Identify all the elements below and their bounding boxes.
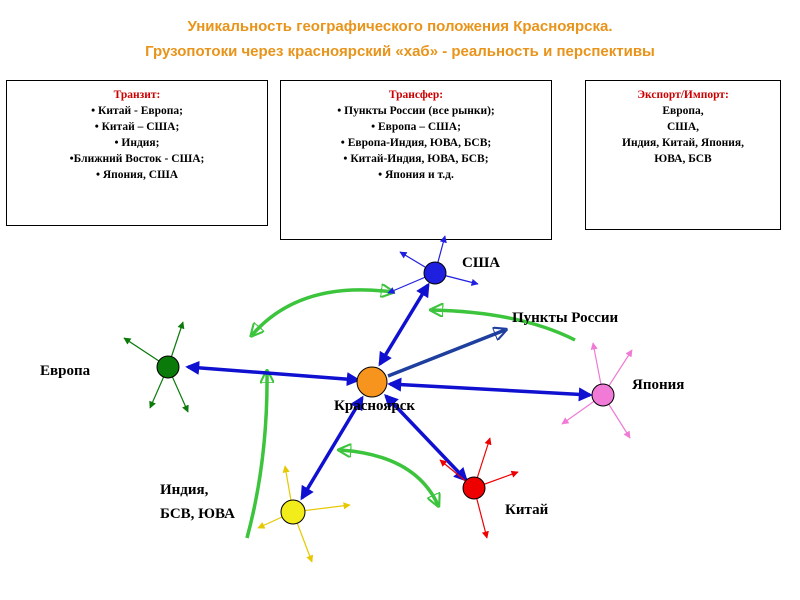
label-krasnoyarsk: Красноярск <box>334 398 415 414</box>
transit-curve-japan-usa <box>432 310 576 342</box>
export-item: США, <box>666 121 700 133</box>
title-line-2: Грузопотоки через красноярский «хаб» - р… <box>145 43 655 60</box>
title-line-1: Уникальность географического положения К… <box>187 18 613 35</box>
transit-item: • Индия; <box>114 137 160 149</box>
node-japan <box>591 383 615 407</box>
label-india-line1: Индия, <box>160 482 209 498</box>
transfer-box: Трансфер: • Пункты России (все рынки); •… <box>280 80 552 240</box>
node-krasnoyarsk <box>356 366 388 398</box>
node-europe <box>156 355 180 379</box>
transfer-item: • Европа – США; <box>371 121 461 133</box>
export-import-box: Экспорт/Импорт: Европа, США, Индия, Кита… <box>585 80 781 230</box>
export-item: ЮВА, БСВ <box>654 153 712 165</box>
link-krasnoyarsk-russia <box>387 330 505 378</box>
link-krasnoyarsk-usa <box>378 282 430 367</box>
transit-box: Транзит: • Китай - Европа; • Китай – США… <box>6 80 268 226</box>
transit-item: • Китай – США; <box>94 121 180 133</box>
label-india-line2: БСВ, ЮВА <box>160 506 235 522</box>
label-russia: Пункты России <box>512 310 619 326</box>
transfer-item: • Китай-Индия, ЮВА, БСВ; <box>343 153 489 165</box>
transfer-item: • Европа-Индия, ЮВА, БСВ; <box>340 137 492 149</box>
label-europe: Европа <box>40 363 91 379</box>
link-krasnoyarsk-europe <box>185 360 361 387</box>
transit-item: • Китай - Европа; <box>91 105 183 117</box>
transfer-item: • Пункты России (все рынки); <box>337 105 495 117</box>
node-india <box>280 499 306 525</box>
link-krasnoyarsk-japan <box>387 377 593 402</box>
transit-curve-india-europe <box>245 372 267 539</box>
label-china: Китай <box>505 502 549 518</box>
node-usa <box>423 261 447 285</box>
link-krasnoyarsk-china <box>384 393 468 483</box>
transit-item: •Ближний Восток - США; <box>69 153 205 165</box>
transit-curve-usa-europe <box>252 290 392 335</box>
transit-item: • Япония, США <box>95 169 179 181</box>
transfer-heading: Трансфер: <box>388 89 444 101</box>
link-krasnoyarsk-india <box>300 395 364 501</box>
transfer-item: • Япония и т.д. <box>378 169 454 181</box>
transit-heading: Транзит: <box>113 89 161 101</box>
node-china <box>462 476 486 500</box>
export-item: Европа, <box>662 105 704 117</box>
export-heading: Экспорт/Импорт: <box>637 89 729 101</box>
transit-curve-china-krasnoyarsk <box>340 450 438 505</box>
label-usa: США <box>462 255 500 271</box>
export-item: Индия, Китай, Япония, <box>622 137 744 149</box>
label-japan: Япония <box>632 377 684 393</box>
